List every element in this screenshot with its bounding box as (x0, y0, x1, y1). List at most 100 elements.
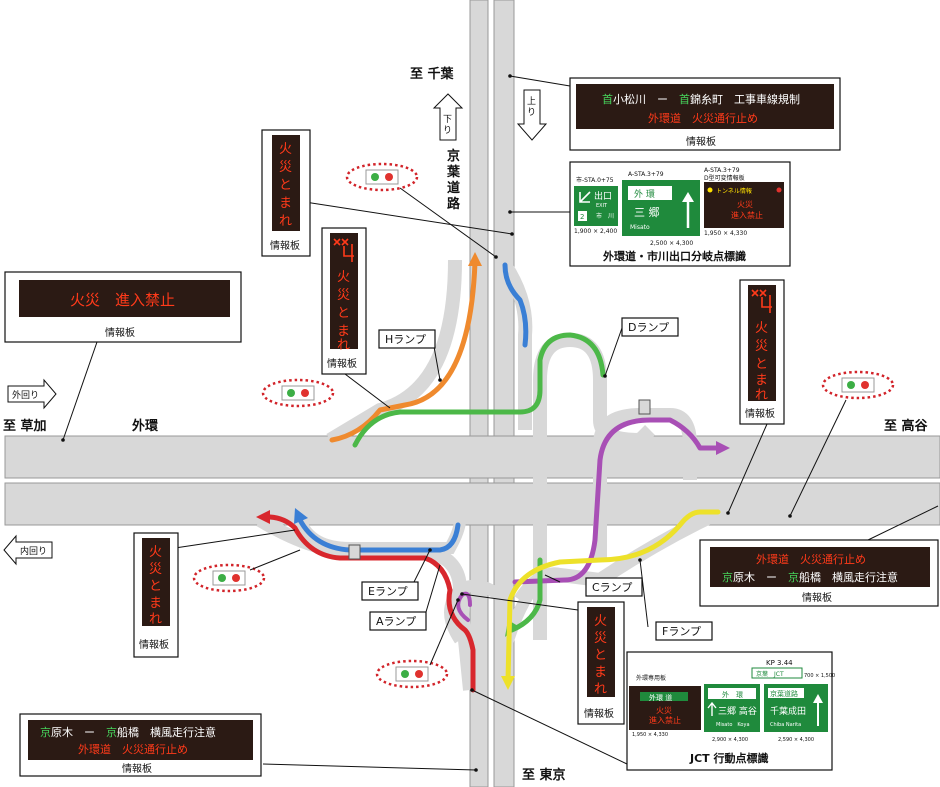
svg-text:災: 災 (755, 339, 768, 354)
svg-text:市 川: 市 川 (596, 212, 614, 220)
svg-text:情報板: 情報板 (139, 638, 169, 651)
svg-text:災: 災 (594, 631, 607, 646)
toll-booth (348, 544, 361, 560)
svg-text:情報板: 情報板 (745, 407, 775, 420)
info-board-top-right: 首小松川 ー 首錦糸町 工事車線規制 外環道 火災通行止め 情報板 (569, 77, 841, 151)
svg-text:京葉 JCT: 京葉 JCT (756, 670, 784, 678)
arrow-uchimawari: 内回り (3, 534, 53, 566)
svg-text:火: 火 (279, 142, 292, 157)
leader-lines (61, 74, 939, 772)
svg-text:災: 災 (149, 562, 162, 577)
svg-text:Hランプ: Hランプ (385, 333, 426, 346)
svg-text:三郷 高谷: 三郷 高谷 (718, 705, 757, 717)
label-tokyo: 至 東京 (522, 767, 566, 783)
svg-text:京: 京 (447, 148, 460, 164)
traffic-signal (261, 378, 335, 408)
svg-text:進入禁止: 進入禁止 (649, 715, 681, 725)
svg-text:情報板: 情報板 (327, 357, 357, 370)
label-soka: 至 草加 (3, 418, 47, 434)
svg-text:情報板: 情報板 (686, 135, 716, 148)
label-takaya: 至 高谷 (884, 418, 929, 434)
svg-text:2,500 × 4,300: 2,500 × 4,300 (650, 240, 693, 247)
svg-text:火災: 火災 (656, 706, 672, 715)
svg-text:700 × 1,500: 700 × 1,500 (804, 673, 835, 679)
ramp-lanes (256, 252, 730, 693)
svg-text:外回り: 外回り (12, 389, 39, 401)
svg-text:れ: れ (279, 214, 292, 229)
info-board-bottom-left: 京原木 ー 京船橋 横風走行注意 外環道 火災通行止め 情報板 (19, 713, 262, 777)
svg-text:れ: れ (755, 388, 768, 403)
svg-text:ま: ま (337, 324, 350, 339)
svg-text:と: と (755, 357, 768, 372)
svg-text:Misato Koya: Misato Koya (716, 722, 750, 728)
svg-text:と: と (149, 579, 162, 594)
red-arrow (256, 510, 270, 524)
svg-text:Chiba Narita: Chiba Narita (770, 722, 801, 728)
ramp-label-d: Dランプ (621, 317, 679, 337)
arrow-nobori: 上 り (516, 89, 548, 141)
svg-text:千葉成田: 千葉成田 (770, 705, 806, 717)
svg-text:A-STA.3+79: A-STA.3+79 (704, 167, 740, 174)
svg-text:火: 火 (337, 270, 350, 285)
svg-text:外環道 火災通行止め: 外環道 火災通行止め (648, 111, 758, 125)
svg-text:外環専用板: 外環専用板 (636, 674, 666, 682)
svg-text:D型可変情報板: D型可変情報板 (704, 174, 745, 182)
svg-text:外 環: 外 環 (634, 188, 655, 200)
svg-text:と: と (594, 648, 607, 663)
svg-text:上: 上 (527, 96, 536, 107)
toll-booth (638, 399, 651, 415)
svg-text:京原木 ー 京船橋 横風走行注意: 京原木 ー 京船橋 横風走行注意 (40, 725, 216, 739)
svg-text:り: り (443, 125, 452, 136)
svg-text:火: 火 (149, 545, 162, 560)
svg-text:Dランプ: Dランプ (628, 321, 669, 334)
x-cross-icon (751, 289, 772, 313)
yellow-arrow (501, 676, 515, 690)
svg-text:京葉道路: 京葉道路 (770, 689, 798, 698)
vertical-board-right: 火 災 と ま れ 情報板 (739, 279, 785, 425)
ramp-label-a: Aランプ (369, 611, 427, 631)
label-keiyo: 京 葉 道 路 (446, 148, 461, 212)
svg-text:JCT 行動点標識: JCT 行動点標識 (689, 751, 769, 765)
ramp-label-c: Cランプ (585, 577, 643, 597)
svg-text:情報板: 情報板 (105, 326, 135, 339)
vertical-board-mid-left: 火 災 と ま れ 情報板 (321, 227, 367, 375)
svg-text:市-STA.0+75: 市-STA.0+75 (576, 176, 614, 184)
svg-text:情報板: 情報板 (584, 707, 614, 720)
svg-text:2,590 × 4,300: 2,590 × 4,300 (778, 737, 814, 743)
svg-text:葉: 葉 (446, 164, 461, 180)
x-cross-icon (333, 238, 354, 262)
svg-text:Misato: Misato (630, 224, 650, 231)
yellow-lane (505, 509, 721, 683)
arrow-sotomawari: 外回り (7, 378, 57, 410)
bunki-sign-panel: 市-STA.0+75 A-STA.3+79 A-STA.3+79 D型可変情報板… (569, 161, 791, 267)
svg-text:内回り: 内回り (20, 545, 47, 557)
ramp-label-e: Eランプ (361, 581, 419, 601)
blue-arrow (294, 508, 308, 524)
svg-text:火: 火 (755, 321, 768, 336)
orange-arrow (468, 252, 482, 266)
svg-text:災: 災 (279, 160, 292, 175)
ramp-label-h: Hランプ (378, 329, 436, 349)
svg-text:ま: ま (149, 596, 162, 611)
svg-text:と: と (337, 306, 350, 321)
svg-text:道: 道 (447, 180, 460, 196)
svg-text:れ: れ (337, 338, 350, 353)
svg-text:EXIT: EXIT (596, 203, 608, 209)
vertical-board-lower-center: 火 災 と ま れ 情報板 (577, 601, 625, 725)
svg-text:情報板: 情報板 (122, 762, 152, 775)
svg-text:り: り (527, 107, 536, 118)
svg-text:ま: ま (279, 196, 292, 211)
svg-text:Fランプ: Fランプ (662, 625, 701, 638)
svg-text:KP 3.44: KP 3.44 (766, 659, 793, 667)
svg-text:ま: ま (755, 373, 768, 388)
svg-text:火災 進入禁止: 火災 進入禁止 (70, 291, 175, 309)
svg-text:ま: ま (594, 665, 607, 680)
svg-text:情報板: 情報板 (270, 239, 300, 252)
traffic-signal (821, 370, 895, 400)
svg-text:外環道 火災通行止め: 外環道 火災通行止め (78, 742, 188, 756)
svg-text:2,900 × 4,300: 2,900 × 4,300 (712, 737, 748, 743)
svg-text:火災: 火災 (737, 200, 753, 209)
green-lane (352, 332, 606, 448)
svg-text:2: 2 (580, 213, 584, 221)
arrow-kudari: 下 り (432, 93, 464, 141)
